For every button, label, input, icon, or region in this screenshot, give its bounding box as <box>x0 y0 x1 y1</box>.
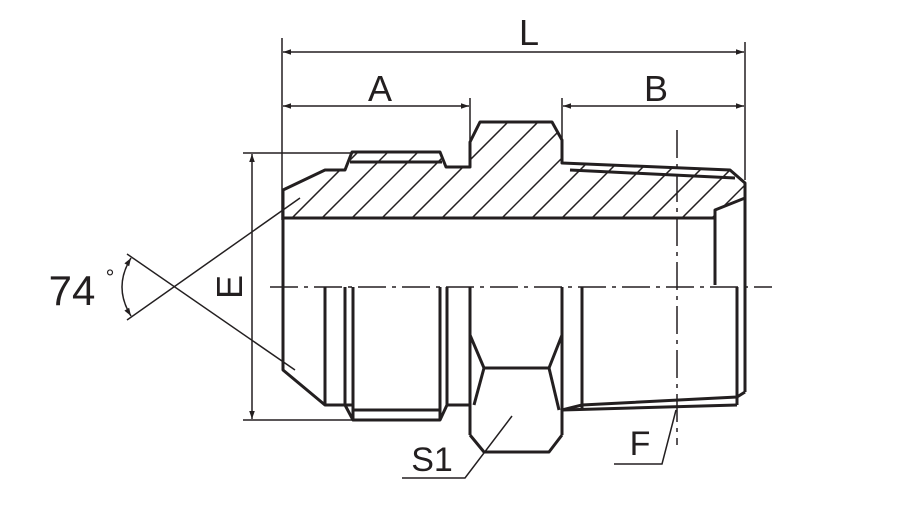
hex-flats <box>468 287 564 454</box>
dimension-A: A <box>283 68 471 140</box>
upper-outline <box>281 120 747 218</box>
cone-line-lower <box>126 253 296 371</box>
label-A: A <box>368 68 392 109</box>
hex-facet-left <box>472 367 486 406</box>
label-S1: S1 <box>411 441 453 479</box>
label-E: E <box>209 275 250 299</box>
label-B: B <box>644 68 668 109</box>
dimension-E: E <box>209 152 352 421</box>
hex-facet-right <box>547 367 561 411</box>
right-thread-root <box>561 403 738 412</box>
upper-section <box>281 120 747 285</box>
thread-root-line-right <box>569 168 736 180</box>
dimension-B: B <box>561 68 744 138</box>
leader-S1 <box>402 415 513 479</box>
cone-line-upper <box>126 197 301 321</box>
thread-callout: F <box>614 409 677 465</box>
hex-upper-facet <box>468 334 564 370</box>
leader-F <box>614 409 677 465</box>
label-F: F <box>630 425 651 463</box>
label-angle-degree: ° <box>106 265 115 290</box>
label-angle-value: 74 <box>49 267 96 314</box>
cone-angle-annotation: 74 ° <box>49 197 301 371</box>
hex-size-callout: S1 <box>402 415 513 479</box>
left-cone-outline <box>281 218 352 407</box>
right-thread-crest <box>561 390 746 412</box>
label-L: L <box>519 12 539 53</box>
angle-arc <box>121 257 132 317</box>
lower-exterior <box>281 198 747 454</box>
hex-bottom <box>468 434 564 454</box>
left-thread-bottom <box>343 404 449 422</box>
